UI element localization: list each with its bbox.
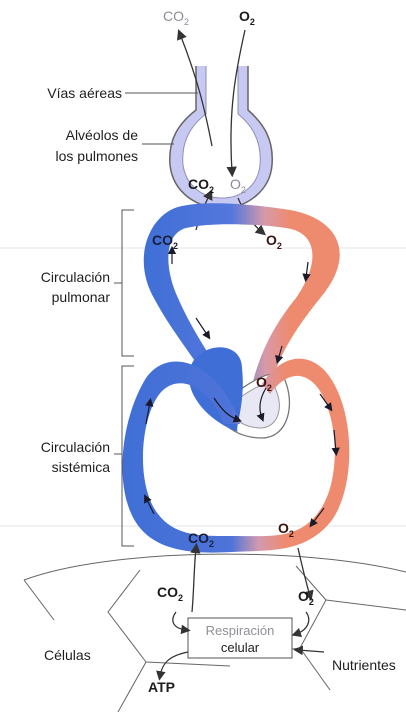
co2-exhale-arrow [177, 29, 213, 147]
cell-tissue-lines [23, 553, 406, 713]
respiration-label-line1: Respiración [205, 623, 275, 638]
systemic-label-line2: sistémica [51, 459, 110, 475]
flow-arrow [195, 317, 211, 340]
systemic-co2-label: CO2 [188, 530, 215, 549]
nutrients-arrow [293, 645, 325, 656]
cell-co2-arrow [190, 542, 201, 613]
alveoli-label-line1: Alvéolos de [65, 127, 138, 143]
flow-arrow [275, 345, 284, 365]
atp-arrow [156, 651, 189, 681]
pulmonary-label-line1: Circulación [40, 269, 110, 285]
inhaled-o2-label: O2 [239, 8, 255, 27]
flow-arrow [144, 494, 155, 515]
flow-arrow [145, 397, 154, 425]
alveolus-co2-label: CO2 [188, 176, 215, 195]
systemic-bracket [121, 365, 134, 547]
o2-inhale-arrow [226, 29, 246, 178]
heart-o2-label: O2 [256, 374, 272, 393]
cells-label: Células [44, 647, 91, 663]
alveoli-label-line2: los pulmones [55, 148, 139, 164]
systemic-circulation-loop-outer [122, 358, 350, 553]
exhaled-co2-label: CO2 [163, 8, 190, 27]
heart-inflow-arrow [213, 397, 242, 423]
cell-co2-label: CO2 [157, 584, 184, 603]
pulmonary-circulation-loop [143, 203, 340, 420]
pulmonary-o2-label: O2 [266, 232, 282, 251]
flow-arrow [319, 393, 333, 412]
pulmonary-bracket [121, 209, 134, 357]
cell-o2-label: O2 [298, 588, 314, 607]
flow-arrow [331, 429, 340, 457]
airways-label: Vías aéreas [47, 85, 122, 101]
cell-o2-arrow [297, 547, 314, 601]
heart-outflow-arrow [256, 387, 267, 422]
systemic-o2-label: O2 [278, 520, 294, 539]
co2-production-arrow [172, 611, 191, 635]
alveolus-shape [169, 66, 273, 209]
pulmonary-co2-label: CO2 [152, 232, 179, 251]
flow-arrow [309, 507, 325, 528]
flow-arrow [302, 261, 311, 283]
alveolus-o2-label: O2 [230, 176, 246, 195]
cellular-respiration-box [187, 617, 293, 659]
systemic-label-line1: Circulación [40, 439, 110, 455]
respiration-label-line2: celular [220, 640, 260, 655]
nutrients-label: Nutrientes [332, 657, 396, 673]
pulmonary-label-line2: pulmonar [51, 289, 110, 305]
atp-label: ATP [148, 679, 175, 695]
o2-consumption-arrow [291, 611, 310, 638]
